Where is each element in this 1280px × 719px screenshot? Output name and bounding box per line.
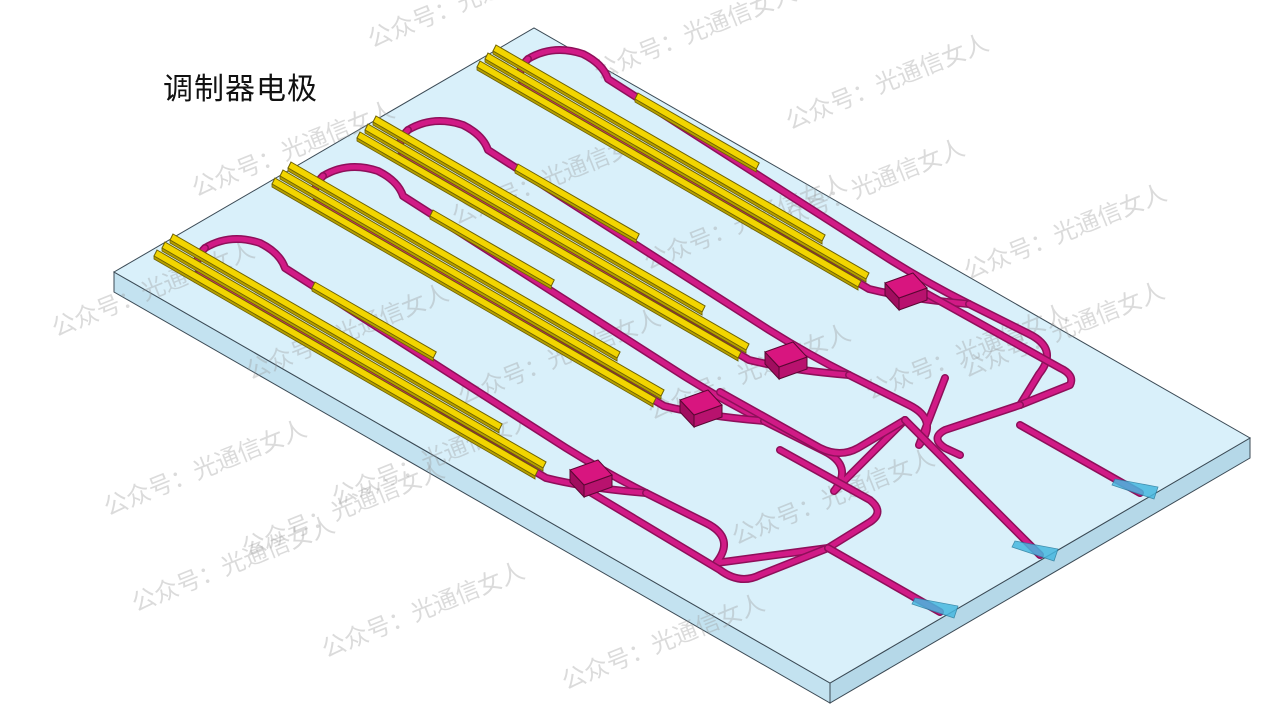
waveguide-arm-upper [320, 164, 767, 424]
electrode-segment-side [429, 215, 552, 290]
electrode-ground-lower-side [476, 66, 859, 291]
electrode-ground-upper-side [372, 121, 703, 316]
coupler-taper [1111, 478, 1159, 500]
waveguide-route [935, 402, 1023, 458]
waveguide-route [717, 389, 908, 456]
watermark-text: 公众号：光通信女人 [960, 179, 1171, 286]
electrode-ground-upper-side [492, 50, 823, 245]
waveguide-arm-upper [525, 47, 972, 307]
electrode-signal-side [279, 175, 662, 400]
electrode-pads [569, 272, 928, 499]
waveguide-output [966, 301, 1050, 408]
pad-top [764, 341, 808, 368]
waveguide-route [777, 447, 880, 551]
diagram-title: 调制器电极 [163, 72, 318, 107]
electrode-segment-side [634, 98, 757, 173]
electrode-segment-side [311, 287, 434, 362]
waveguide-output [643, 490, 831, 566]
pad-top [884, 272, 928, 299]
watermark-text: 公众号：光通信女人 [100, 415, 311, 522]
coupler-taper [911, 597, 959, 619]
electrode-signal-side [364, 129, 747, 354]
electrode-signal-side [484, 58, 867, 283]
coupler-taper [1011, 540, 1059, 562]
watermark-text: 公众号：光通信女人 [782, 29, 993, 136]
electrode-ground-lower-side [356, 137, 739, 362]
watermark-text: 公众号：光通信女人 [590, 0, 801, 86]
electrode-ground-upper-side [169, 239, 500, 434]
electrode-segment-side [514, 169, 637, 244]
waveguide-route [587, 489, 831, 582]
pad-top [569, 459, 613, 486]
waveguide-output [846, 372, 948, 448]
waveguide-to-coupler [902, 417, 1043, 558]
electrode-ground-lower-side [153, 255, 536, 480]
electrode-ground-lower-side [271, 183, 654, 408]
watermark-text: 公众号：光通信女人 [238, 456, 449, 563]
electrodes [153, 44, 870, 480]
waveguide-arm-upper [405, 118, 852, 378]
pad-top [679, 389, 723, 416]
watermark-text: 公众号：光通信女人 [318, 557, 529, 664]
waveguide-route [917, 287, 1074, 408]
electrode-signal-side [161, 247, 544, 472]
output-couplers [911, 478, 1159, 619]
electrode-ground-upper-side [287, 167, 618, 362]
